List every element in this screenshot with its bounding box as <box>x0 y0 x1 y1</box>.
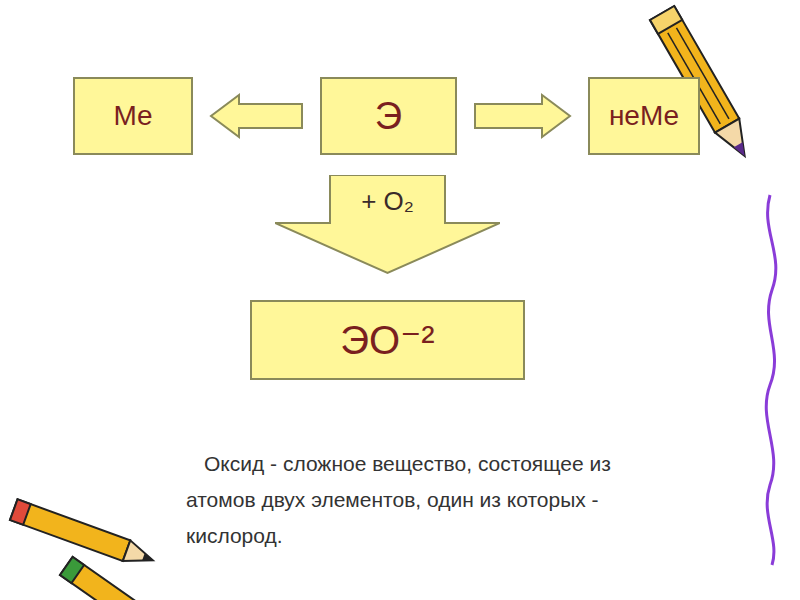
node-label: Э <box>375 95 402 138</box>
element-box: ЭО⁻² <box>250 300 525 380</box>
pencil <box>10 499 157 570</box>
arrow-outline <box>275 175 500 273</box>
element-box: Э <box>320 77 457 155</box>
element-box: неМе <box>588 77 700 155</box>
element-box: Ме <box>73 77 193 155</box>
node-label: ЭО⁻² <box>340 317 434 363</box>
node-label: Ме <box>113 100 152 132</box>
arrow-shape: + O₂ <box>275 175 500 275</box>
block-arrow <box>211 95 302 137</box>
definition-caption: Оксид - сложное вещество, состоящее из а… <box>186 446 626 554</box>
node-label: + O₂ <box>361 186 414 217</box>
block-arrow <box>475 95 570 137</box>
pencil <box>60 557 186 600</box>
node-label: неМе <box>609 100 679 132</box>
wavy-line <box>766 195 776 565</box>
